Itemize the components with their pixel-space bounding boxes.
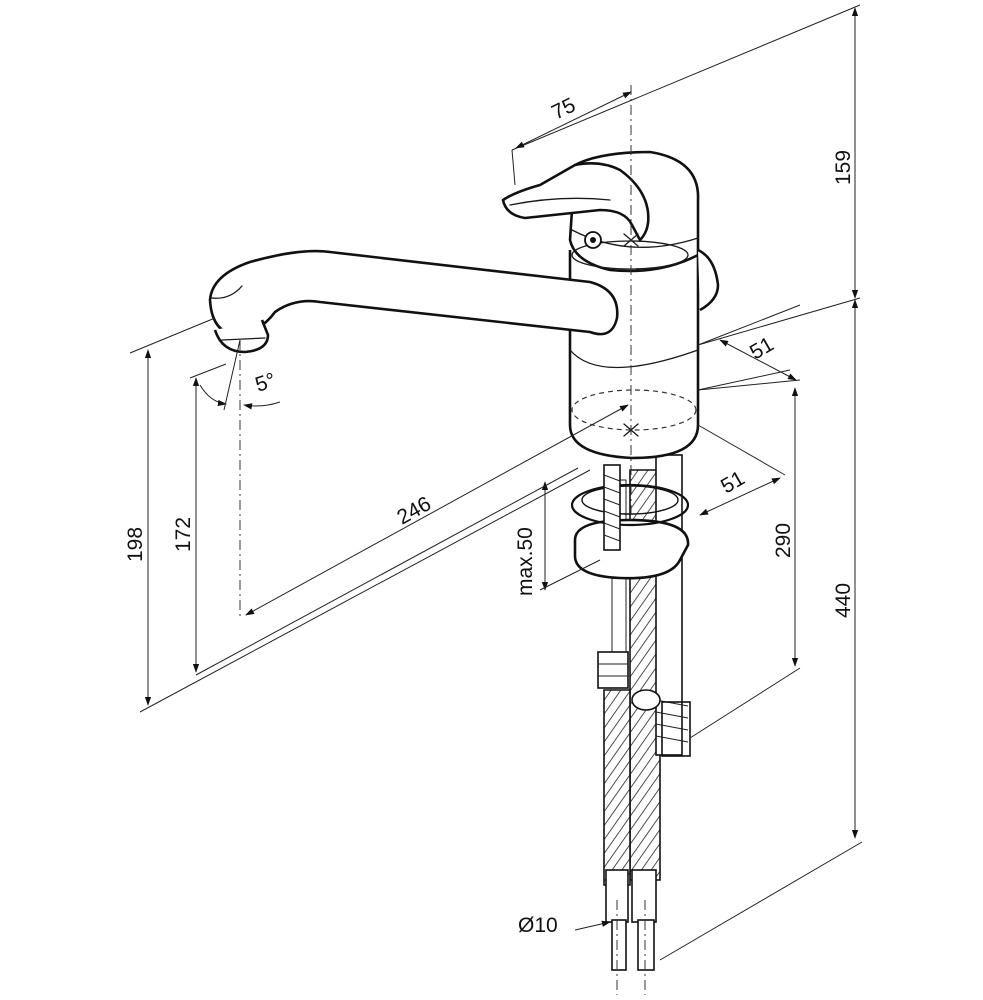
- lever-handle: [501, 162, 650, 242]
- center-lines: [239, 85, 646, 995]
- dim-hose-length: 440: [832, 583, 855, 618]
- dim-spout-height-outer: 198: [124, 527, 147, 562]
- dim-spout-reach: 246: [393, 492, 435, 529]
- dim-spout-height-inner: 172: [172, 517, 195, 552]
- fixing-plate: [573, 518, 690, 580]
- dim-top-height: 159: [832, 150, 855, 185]
- side-knob: [697, 248, 720, 312]
- threaded-tail: [655, 454, 683, 756]
- dim-body-upper: 51: [746, 333, 778, 365]
- dim-tail-length: 290: [772, 523, 795, 558]
- dim-hose-diameter: Ø10: [518, 914, 558, 937]
- hose-left-lower: [603, 689, 631, 886]
- dimension-lines: [129, 4, 863, 961]
- spout: [208, 249, 619, 337]
- dim-spout-tilt: 5°: [252, 369, 278, 397]
- faucet-geometry: [208, 150, 720, 971]
- aerator: [213, 319, 270, 354]
- dim-body-lower: 51: [717, 467, 749, 499]
- hose-nut-left: [597, 651, 629, 689]
- hose-end-right: [631, 869, 657, 923]
- dimension-labels: 75 159 51 51 5° 246 198 172 max.50 290 4…: [124, 94, 855, 937]
- dim-max-deck: max.50: [514, 527, 537, 596]
